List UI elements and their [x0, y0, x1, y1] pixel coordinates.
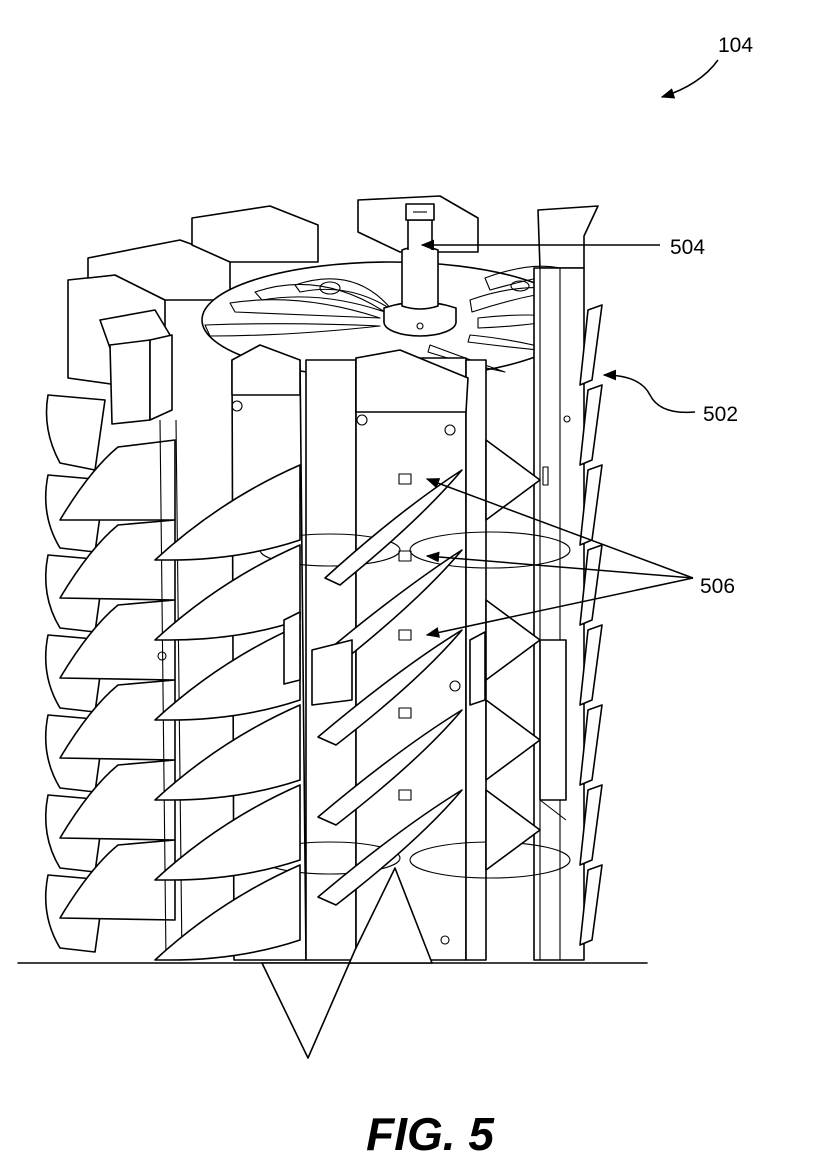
- break-symbol: [261, 867, 433, 1059]
- rotor-drum: [44, 195, 603, 1059]
- post-flights: [154, 464, 301, 961]
- center-blades: [317, 469, 463, 906]
- ref-504: 504: [420, 236, 705, 259]
- svg-text:502: 502: [703, 403, 738, 426]
- ref-502: 502: [602, 369, 738, 426]
- top-ribs: [67, 195, 599, 425]
- left-flights: [59, 439, 176, 921]
- svg-text:506: 506: [700, 575, 735, 598]
- mid-flange: [409, 531, 571, 569]
- right-teeth: [485, 439, 541, 871]
- right-strips: [539, 304, 603, 946]
- figure-caption: FIG. 5: [366, 1108, 495, 1160]
- bolt-holes: [157, 400, 571, 945]
- svg-text:504: 504: [670, 236, 705, 259]
- ref-104: 104: [660, 34, 753, 99]
- post-cap: [355, 349, 469, 413]
- svg-text:104: 104: [718, 34, 753, 57]
- ref-506: 506: [425, 478, 735, 638]
